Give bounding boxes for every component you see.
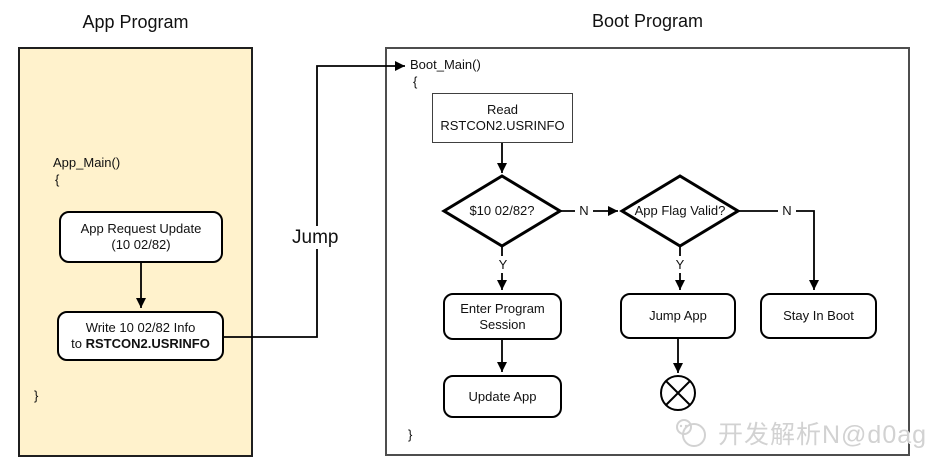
read-usrinfo-line2: RSTCON2.USRINFO [440, 118, 565, 133]
app-close-brace: } [34, 388, 39, 403]
decision2-no-label: N [778, 202, 796, 219]
stay-in-boot-node: Stay In Boot [760, 293, 877, 339]
write-usrinfo-line1: Write 10 02/82 Info [85, 320, 196, 335]
write-usrinfo-line2-prefix: to [71, 336, 86, 351]
enter-session-line1: Enter Program [460, 300, 545, 316]
watermark: 开发解析N@d0ag [672, 413, 925, 453]
write-usrinfo-node: Write 10 02/82 Info to RSTCON2.USRINFO [57, 311, 224, 361]
decision1-yes-label: Y [494, 256, 512, 273]
decision1-no-label: N [575, 202, 593, 219]
update-app-node: Update App [443, 375, 562, 418]
watermark-doodle-icon [676, 419, 706, 447]
jump-app-node: Jump App [620, 293, 736, 339]
app-request-update-line2: (10 02/82) [111, 237, 171, 252]
write-usrinfo-register: RSTCON2.USRINFO [85, 336, 210, 351]
boot-close-brace: } [408, 427, 413, 442]
decision2-diamond [619, 174, 741, 248]
decision1-label: $10 02/82? [469, 203, 535, 218]
read-usrinfo-node: Read RSTCON2.USRINFO [432, 93, 573, 143]
boot-open-brace: { [413, 74, 418, 89]
enter-session-line2: Session [479, 316, 526, 332]
watermark-text: 开发解析N@d0ag [718, 421, 925, 449]
app-request-update-line1: App Request Update [80, 221, 202, 236]
decision2-yes-label: Y [671, 256, 689, 273]
read-usrinfo-line1: Read [486, 102, 519, 117]
app-program-title: App Program [82, 12, 189, 32]
write-usrinfo-line2: to RSTCON2.USRINFO [71, 336, 210, 352]
boot-main-function-label: Boot_Main() [410, 57, 481, 72]
enter-program-session-node: Enter Program Session [443, 293, 562, 340]
app-open-brace: { [55, 172, 60, 187]
boot-program-title: Boot Program [591, 11, 704, 31]
terminator-x-icon [665, 380, 691, 406]
app-main-function-label: App_Main() [53, 155, 121, 170]
decision2-label: App Flag Valid? [634, 203, 726, 218]
arrow-decision2-n [738, 210, 819, 290]
jump-wire-label: Jump [287, 226, 344, 249]
arrow-jump-to-boot [223, 61, 405, 338]
app-request-update-node: App Request Update (10 02/82) [59, 211, 223, 263]
decision1-diamond [441, 174, 563, 248]
